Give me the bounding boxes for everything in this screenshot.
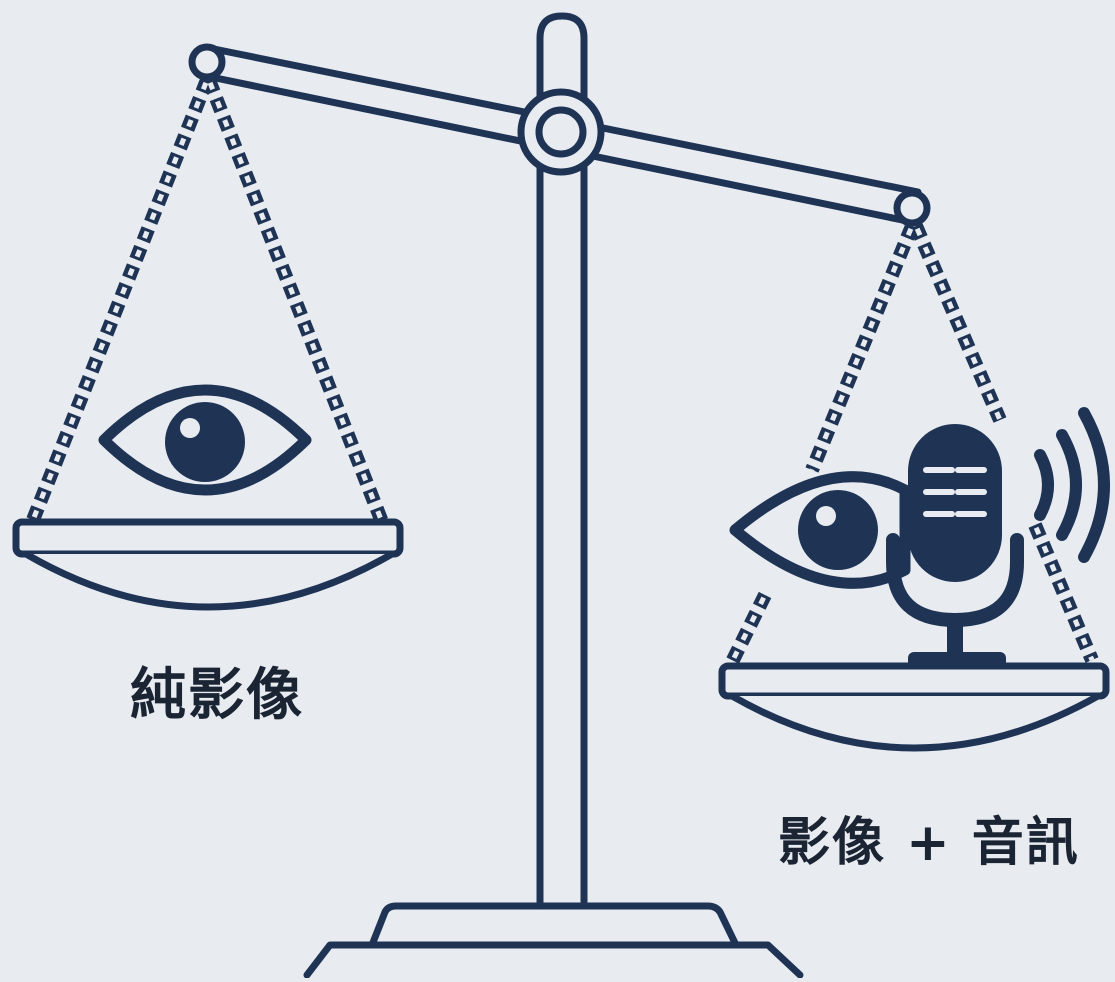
- sound-waves-icon: [1034, 407, 1110, 563]
- right-chains-inner: [729, 225, 1095, 664]
- microphone-icon: [886, 424, 1024, 668]
- right-pan: [718, 662, 1110, 752]
- left-pan-label: 純影像: [130, 663, 304, 728]
- right-chains: [725, 223, 1099, 666]
- scale-post: [536, 12, 588, 910]
- eye-icon: [729, 471, 911, 589]
- scale-pivot: [517, 88, 605, 176]
- scale-base: [303, 902, 804, 979]
- eye-icon: [98, 384, 312, 496]
- right-pan-label: 影像 + 音訊: [778, 813, 1080, 873]
- left-pan: [12, 518, 404, 611]
